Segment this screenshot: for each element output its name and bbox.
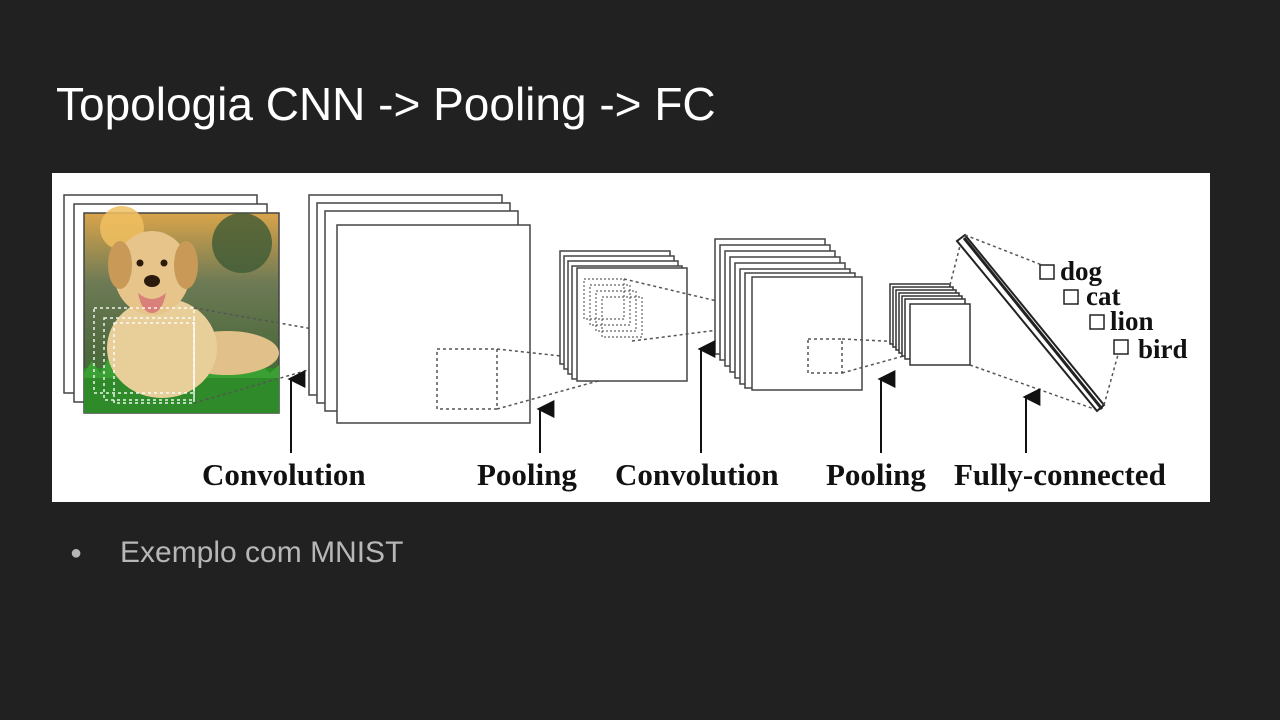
projection-lines-5 [949,237,1098,411]
stage-label-pooling-2: Pooling [826,457,926,492]
stage-label-fully-connected: Fully-connected [954,457,1166,492]
class-label-dog: dog [1060,256,1103,286]
class-label-lion: lion [1110,306,1154,336]
slide-title: Topologia CNN -> Pooling -> FC [56,78,716,130]
output-lines [964,234,1120,406]
class-box-dog [1039,264,1055,280]
dog-photo-image [83,206,280,414]
class-box-cat [1063,289,1079,305]
class-label-bird: bird [1138,334,1188,364]
output-class-boxes [1039,264,1129,355]
class-label-cat: cat [1086,281,1120,311]
stage-label-convolution-1: Convolution [202,457,366,492]
stage-label-convolution-2: Convolution [615,457,779,492]
conv1-feature-maps [308,194,531,424]
bullet-list: ● Exemplo com MNIST [70,535,403,571]
bullet-dot-icon: ● [70,542,83,564]
pool1-feature-maps [559,250,688,382]
input-image-stack [63,194,280,414]
cnn-diagram-svg: dog cat lion bird Convolution Pooling Co… [63,194,1188,492]
bullet-item: ● Exemplo com MNIST [70,535,403,571]
class-box-bird [1113,339,1129,355]
stage-arrows [287,340,1041,453]
cnn-diagram: dog cat lion bird Convolution Pooling Co… [52,173,1210,502]
class-box-lion [1089,314,1105,330]
bullet-text: Exemplo com MNIST [120,536,404,569]
stage-label-pooling-1: Pooling [477,457,577,492]
conv2-feature-maps [714,238,863,391]
pool2-feature-maps [889,283,971,366]
